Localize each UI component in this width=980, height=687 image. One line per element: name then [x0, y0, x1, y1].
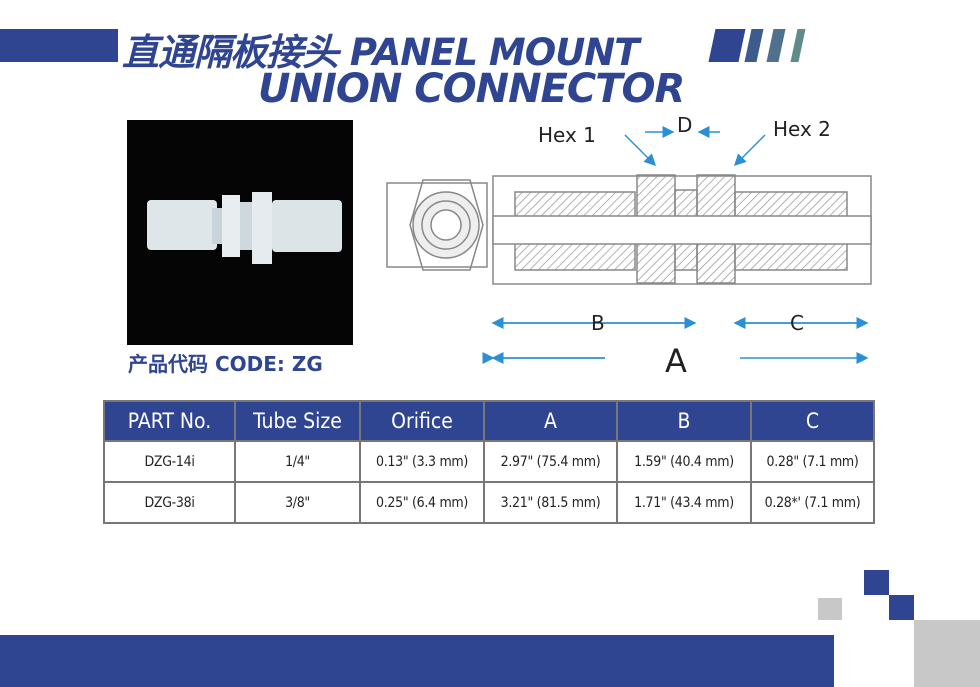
cell-part-no: DZG-14i	[103, 440, 236, 483]
cell-b: 1.59" (40.4 mm)	[616, 440, 752, 483]
spec-table: PART No. Tube Size Orifice A B C DZG-14i…	[103, 400, 875, 524]
page-title-line1: 直通隔板接头 PANEL MOUNT	[122, 31, 639, 74]
table-row: DZG-38i 3/8" 0.25" (6.4 mm) 3.21" (81.5 …	[103, 481, 875, 524]
table-row: DZG-14i 1/4" 0.13" (3.3 mm) 2.97" (75.4 …	[103, 440, 875, 483]
hex-end-view	[386, 179, 488, 271]
label-hex2: Hex 2	[773, 117, 831, 141]
label-c: C	[790, 311, 804, 335]
cell-b: 1.71" (43.4 mm)	[616, 481, 752, 524]
header-orifice: Orifice	[359, 400, 485, 442]
title-bar-left	[0, 29, 118, 62]
cell-orifice: 0.13" (3.3 mm)	[359, 440, 485, 483]
label-d: D	[677, 113, 692, 137]
footer-bar	[0, 635, 834, 687]
label-b: B	[591, 311, 605, 335]
product-photo	[127, 120, 353, 345]
header-part-no: PART No.	[103, 400, 236, 442]
title-stripe	[766, 29, 786, 62]
title-stripe	[708, 29, 746, 62]
cell-c: 0.28*' (7.1 mm)	[750, 481, 875, 524]
cell-part-no: DZG-38i	[103, 481, 236, 524]
cell-a: 2.97" (75.4 mm)	[483, 440, 618, 483]
cell-tube-size: 3/8"	[234, 481, 361, 524]
header-b: B	[616, 400, 752, 442]
connector-image	[147, 192, 342, 264]
cell-orifice: 0.25" (6.4 mm)	[359, 481, 485, 524]
header-tube-size: Tube Size	[234, 400, 361, 442]
label-a: A	[665, 342, 687, 380]
product-code: 产品代码 CODE: ZG	[128, 352, 323, 376]
decor-square	[914, 620, 980, 687]
section-view	[492, 174, 872, 285]
label-hex1: Hex 1	[538, 123, 596, 147]
decor-square	[864, 570, 889, 595]
table-header-row: PART No. Tube Size Orifice A B C	[103, 400, 875, 442]
cell-tube-size: 1/4"	[234, 440, 361, 483]
cell-a: 3.21" (81.5 mm)	[483, 481, 618, 524]
header-a: A	[483, 400, 618, 442]
decor-square	[818, 598, 842, 620]
title-stripe	[744, 29, 764, 62]
page-title-line2: UNION CONNECTOR	[258, 66, 685, 112]
header-c: C	[750, 400, 875, 442]
dimension-diagram: Hex 1 Hex 2 D B C A	[386, 113, 872, 380]
decor-square	[889, 595, 914, 620]
title-stripe	[790, 29, 806, 62]
cell-c: 0.28" (7.1 mm)	[750, 440, 875, 483]
